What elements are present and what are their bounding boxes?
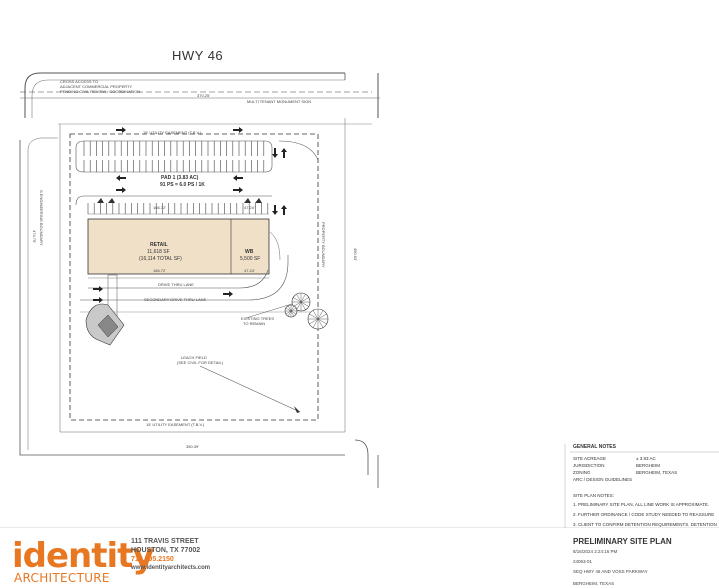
tree-branch: [317, 313, 327, 320]
tree-branch: [300, 297, 309, 303]
traffic-arrow-icon: [116, 127, 126, 133]
cross-access-note: CROSS ACCESS TO: [60, 79, 99, 84]
tree-branch: [317, 318, 327, 325]
tree-branch: [300, 301, 309, 307]
tree-branch: [285, 307, 292, 312]
tree-branch: [290, 310, 297, 315]
project-city: BERGHEIM, TEXAS: [573, 581, 615, 586]
wb-dimension: 47.24': [244, 205, 255, 210]
notes-label: JURISDICTION: [573, 463, 605, 468]
tree-branch: [312, 310, 319, 320]
utility-easement-top: 15' UTILITY EASEMENT (T.B.V.): [143, 130, 202, 135]
notes-value: BERGHEIM, TEXAS: [636, 470, 678, 475]
traffic-arrow-icon: [233, 187, 243, 193]
site-plan-notes-heading: SITE PLAN NOTES:: [573, 493, 615, 498]
left-street-label: S ENGINEERING BOUNDARY: [39, 190, 44, 246]
traffic-arrow-icon: [93, 297, 103, 303]
monument-sign-note: MULTI TENANT MONUMENT SIGN: [247, 99, 312, 104]
notes-label: ZONING: [573, 470, 591, 475]
wb-area: 5,500 SF: [240, 256, 261, 262]
site-plan-drawing: [0, 72, 719, 528]
traffic-arrow-icon: [272, 148, 278, 158]
traffic-arrow-icon: [233, 175, 243, 181]
notes-value: BERGHEIM: [636, 463, 661, 468]
general-notes-heading: GENERAL NOTES: [573, 444, 616, 450]
logo-wordmark: identity: [12, 536, 155, 576]
tree-branch: [309, 318, 319, 325]
existing-trees-note: TO REMAIN: [243, 321, 266, 326]
pad-parking: 91 PS = 6.0 PS / 1K: [160, 182, 205, 188]
tree-branch: [309, 313, 319, 320]
secondary-drive-thru-label: SECONDARY DRIVE THRU LANE: [144, 297, 207, 302]
tree-branch: [290, 305, 295, 312]
drive-thru-lane-label: DRIVE THRU LANE: [158, 282, 194, 287]
tree-branch: [290, 310, 295, 317]
traffic-arrow-icon: [281, 148, 287, 158]
right-dimension: 450.63': [353, 248, 358, 261]
retail-dimension: 166.72': [153, 205, 166, 210]
tree-branch: [317, 318, 324, 328]
address-line: 111 TRAVIS STREET: [131, 538, 199, 545]
tree-branch: [296, 301, 302, 310]
retail-label: RETAIL: [150, 242, 168, 248]
traffic-arrow-icon: [223, 291, 233, 297]
project-number: 24063-01: [573, 559, 593, 564]
retail-area: 11,618 SF: [147, 249, 170, 255]
road-label: HWY 46: [172, 48, 224, 63]
site-plan-note: 2. FURTHER ORDINANCE / CODE STUDY NEEDED…: [573, 512, 715, 517]
address-line: HOUSTON, TX 77002: [131, 547, 201, 554]
tree-branch: [290, 307, 297, 312]
timestamp: 8/16/2024 2:24:16 PM: [573, 549, 618, 554]
retail-building: [87, 218, 270, 275]
general-notes: GENERAL NOTES SITE ACREAGE ± 3.83 AC JUR…: [570, 444, 719, 532]
logo-subtitle: ARCHITECTURE: [14, 571, 110, 585]
sheet-title: PRELIMINARY SITE PLAN: [573, 537, 672, 546]
leach-field-note: (SEE CIVIL FOR DETAIL): [177, 360, 224, 365]
bottom-dimension: 350.39': [186, 444, 199, 449]
tree-branch: [287, 305, 292, 312]
site-plan-note: 3. CLIENT TO CONFIRM DETENTION REQUIREME…: [573, 522, 717, 527]
tree-branch: [287, 310, 292, 317]
traffic-arrow-icon: [116, 187, 126, 193]
tree-branch: [317, 310, 324, 320]
tree-branch: [296, 294, 302, 303]
traffic-arrow-icon: [233, 127, 243, 133]
right-boundary-label: PROPERTY BOUNDARY: [321, 222, 326, 268]
leach-field-note: LEACH FIELD: [181, 355, 207, 360]
notes-label: ARC / DESIGN GUIDELINES: [573, 477, 633, 482]
traffic-arrow-icon: [272, 205, 278, 215]
wb-dimension-bottom: 47.24': [244, 268, 255, 273]
cross-access-note: ADJACENT COMMERCIAL PROPERTY: [60, 84, 133, 89]
cross-access-note: PENDING CIVIL REVIEW / COORDINATION: [60, 89, 141, 94]
site-plan-note: 1. PRELIMINARY SITE PLAN, ALL LINE WORK …: [573, 502, 710, 507]
notes-value: ± 3.83 AC: [636, 456, 656, 461]
tree-branch: [300, 294, 306, 303]
traffic-arrow-icon: [93, 286, 103, 292]
notes-label: SITE ACREAGE: [573, 456, 607, 461]
pad-title: PAD 1 (3.83 AC): [161, 175, 199, 181]
traffic-arrow-icon: [281, 205, 287, 215]
phone: 713.595.2150: [131, 556, 174, 563]
utility-easement-bottom: 15' UTILITY EASEMENT (T.B.V.): [146, 422, 205, 427]
traffic-arrow-icon: [116, 175, 126, 181]
tree-branch: [285, 310, 292, 315]
tree-branch: [300, 301, 306, 310]
tree-branch: [293, 297, 302, 303]
retail-dimension-bottom: 166.72': [153, 268, 166, 273]
title-block: identity ARCHITECTURE 111 TRAVIS STREET …: [0, 528, 719, 588]
top-dimension: 370.25': [197, 93, 210, 98]
retail-total: (16,114 TOTAL SF): [139, 256, 182, 262]
tree-branch: [293, 301, 302, 307]
project-location: SEQ HWY 46 AND VOSS PARKWAY: [573, 569, 648, 574]
wb-label: WB: [245, 249, 254, 255]
website-link[interactable]: www.identityarchitects.com: [131, 565, 211, 571]
left-dimension: 474.75': [32, 230, 37, 243]
tree-branch: [312, 318, 319, 328]
existing-trees-note: EXISTING TREES: [241, 316, 275, 321]
